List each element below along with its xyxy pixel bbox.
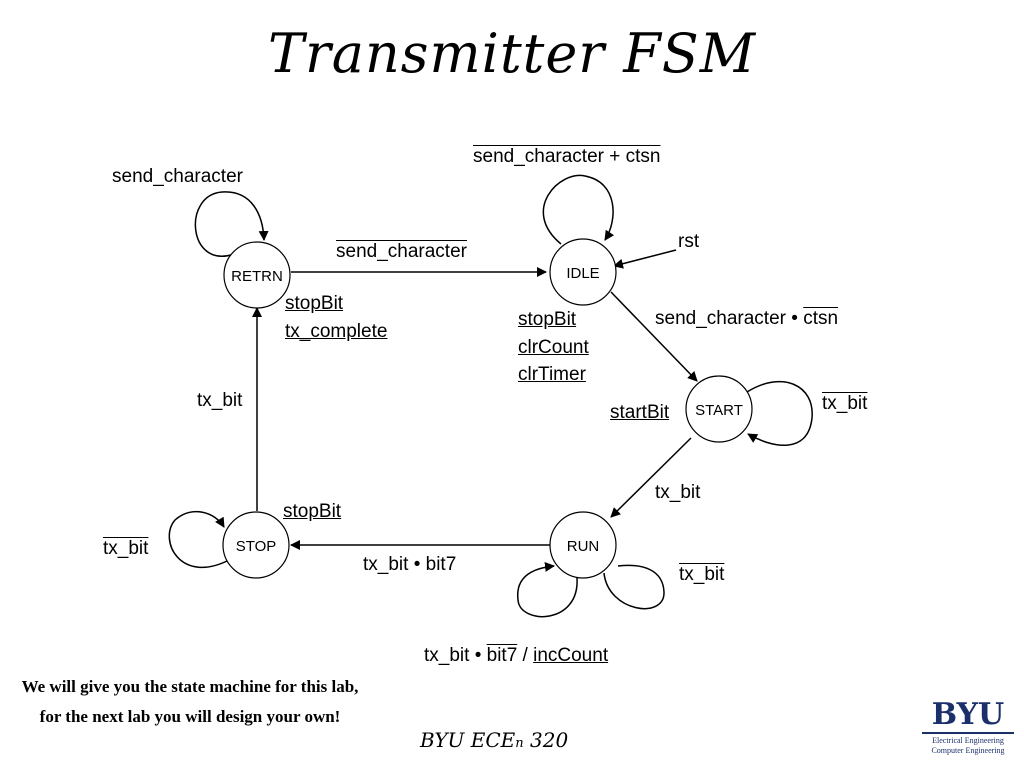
- logo-mark: BYU: [931, 697, 1005, 732]
- loop-idle: [542, 174, 615, 245]
- state-retrn-label: RETRN: [231, 268, 283, 285]
- edge-start-to-run: [610, 437, 692, 518]
- footer-course: 320: [530, 728, 569, 752]
- loop-retrn: [194, 191, 269, 257]
- output-idle-2: clrCount: [518, 337, 589, 358]
- output-run-1: incCount: [533, 645, 609, 666]
- label-run-self: tx_bit: [679, 564, 725, 585]
- label-rst: rst: [678, 231, 700, 252]
- output-idle-1: stopBit: [518, 309, 577, 330]
- label-retrn-self: send_character: [112, 166, 243, 187]
- loop-run: [517, 561, 578, 618]
- label-stop-to-retrn: tx_bit: [197, 390, 243, 411]
- edge-rst: [613, 249, 677, 269]
- label-run-cond-b: bit7: [486, 645, 518, 666]
- state-idle: IDLE: [549, 238, 617, 306]
- state-start-label: START: [695, 402, 743, 419]
- label-start-self: tx_bit: [822, 393, 868, 414]
- output-start-1: startBit: [610, 402, 670, 423]
- footer-sub: n: [515, 736, 524, 751]
- byu-logo: BYU Electrical Engineering Computer Engi…: [922, 700, 1014, 756]
- loop-run-2: [603, 564, 665, 610]
- label-idle-to-start-a: send_character •: [655, 308, 798, 329]
- label-run-cond-sep: /: [522, 645, 528, 666]
- label-run-to-stop: tx_bit • bit7: [363, 554, 457, 575]
- label-idle-to-start: send_character • ctsn: [655, 308, 838, 330]
- slide-title: Transmitter FSM: [267, 22, 757, 85]
- edge-idle-to-start: [610, 291, 698, 382]
- output-idle-3: clrTimer: [518, 364, 586, 385]
- label-idle-self: send_character + ctsn: [473, 146, 660, 168]
- state-run-label: RUN: [567, 538, 600, 555]
- label-retrn-to-idle: send_character: [336, 241, 467, 262]
- logo-rule: [922, 732, 1014, 734]
- label-run-cond-a: tx_bit •: [424, 645, 482, 666]
- output-retrn-1: stopBit: [285, 293, 344, 314]
- output-stop-1: stopBit: [283, 501, 342, 522]
- label-start-to-run: tx_bit: [655, 482, 701, 503]
- output-retrn-2: tx_complete: [285, 321, 388, 342]
- note-text: We will give you the state machine for t…: [21, 677, 359, 726]
- logo-dept-1: Electrical Engineering: [932, 736, 1004, 745]
- footer-main: BYU ECE: [420, 728, 516, 752]
- label-idle-to-start-b: ctsn: [803, 308, 839, 329]
- loop-stop: [168, 511, 230, 568]
- state-run: RUN: [549, 511, 617, 579]
- label-run-self-cond: tx_bit • bit7 / incCount: [424, 645, 608, 667]
- logo-dept-2: Computer Engineering: [931, 746, 1005, 755]
- label-stop-self: tx_bit: [103, 538, 149, 559]
- label-idle-self-text: send_character + ctsn: [473, 146, 661, 167]
- state-start: START: [685, 375, 753, 443]
- loop-start: [746, 381, 813, 447]
- footer: BYU ECEn 320: [420, 728, 568, 752]
- state-idle-label: IDLE: [566, 265, 599, 282]
- state-retrn: RETRN: [223, 241, 291, 309]
- state-stop: STOP: [222, 511, 290, 579]
- state-stop-label: STOP: [236, 538, 277, 555]
